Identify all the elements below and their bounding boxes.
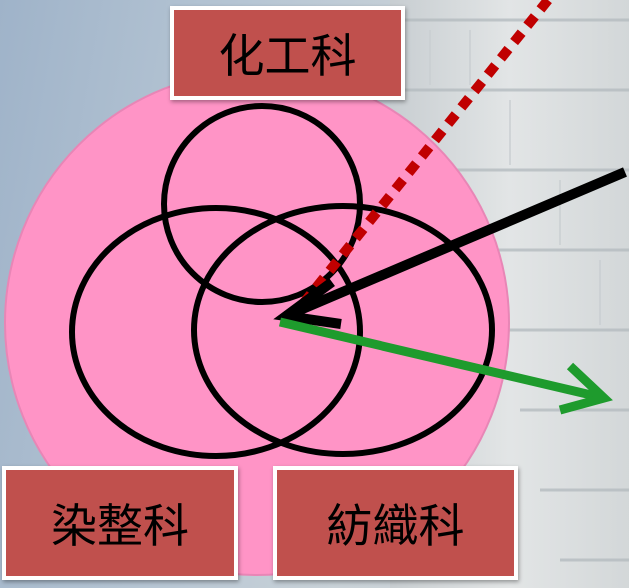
label-textile: 紡織科 bbox=[273, 466, 518, 580]
dotted-red-arrow bbox=[294, 0, 552, 314]
ring-right bbox=[191, 203, 495, 457]
green-arrow bbox=[278, 317, 613, 415]
black-arrow bbox=[273, 167, 627, 329]
label-bottom-left-text: 染整科 bbox=[51, 499, 189, 553]
label-top-text: 化工科 bbox=[218, 29, 357, 83]
ring-left bbox=[69, 205, 363, 459]
label-bottom-right-text: 紡織科 bbox=[326, 499, 465, 553]
label-chemical-engineering: 化工科 bbox=[170, 6, 405, 100]
label-dyeing-finishing: 染整科 bbox=[2, 466, 238, 580]
